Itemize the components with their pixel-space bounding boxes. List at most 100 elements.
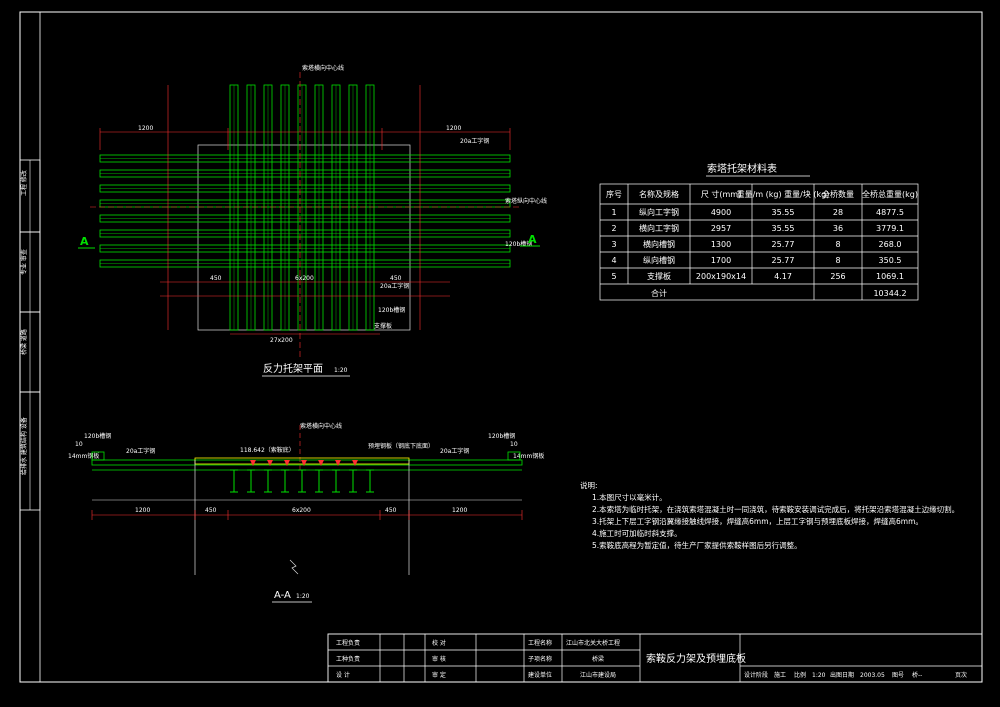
section-right-plate: 14mm钢板 bbox=[513, 452, 544, 460]
plan-label-20a: 20a工字钢 bbox=[460, 137, 489, 145]
plan-dim-right: 1200 bbox=[446, 125, 461, 132]
table-cell: 350.5 bbox=[879, 256, 902, 265]
tb-r2-4: 子项名称 bbox=[528, 655, 552, 663]
tb-r3-2: 审 定 bbox=[432, 671, 446, 679]
table-cell: 4.17 bbox=[774, 272, 792, 281]
transverse-beams bbox=[229, 84, 375, 331]
tb-stage-label: 设计阶段 bbox=[744, 671, 768, 679]
section-center-label: 索塔横向中心线 bbox=[300, 422, 342, 430]
section-markers bbox=[250, 460, 358, 466]
section-i-beam bbox=[366, 469, 374, 493]
plan-dim-center: 6x200 bbox=[295, 275, 314, 282]
table-total-label: 合计 bbox=[651, 288, 667, 298]
plan-view: 1200 1200 6x200 450 450 27x200 索塔横向中心线 索… bbox=[78, 64, 547, 377]
section-i-beam bbox=[247, 469, 255, 493]
table-header-3: 重量/m (kg) 重量/块 (kg) bbox=[737, 189, 830, 199]
table-total-value: 10344.2 bbox=[873, 289, 906, 298]
table-cell: 2 bbox=[611, 224, 616, 233]
plan-top-center-label: 索塔横向中心线 bbox=[302, 64, 344, 72]
table-cell: 25.77 bbox=[772, 256, 795, 265]
section-i-beam bbox=[349, 469, 357, 493]
tb-r1-0: 工程负责 bbox=[336, 639, 360, 647]
section-right-20a: 20a工字钢 bbox=[440, 447, 469, 455]
plan-dim-450-right: 450 bbox=[390, 275, 402, 282]
section-dim-3: 450 bbox=[385, 507, 397, 514]
section-dim-1: 450 bbox=[205, 507, 217, 514]
table-cell: 4900 bbox=[711, 208, 731, 217]
section-view: 索塔横向中心线 118.642（索鞍底） 预埋钢板（钢底下底面） 120b槽钢 … bbox=[68, 422, 544, 603]
table-cell: 横向工字钢 bbox=[639, 223, 679, 233]
table-cell: 8 bbox=[835, 256, 840, 265]
table-header-0: 序号 bbox=[606, 189, 622, 199]
material-table: 索塔托架材料表 序号名称及规格尺 寸(mm)重量/m (kg) 重量/块 (kg… bbox=[599, 162, 919, 301]
section-i-beam bbox=[332, 469, 340, 493]
section-left-10: 10 bbox=[75, 441, 83, 448]
note-item-2: 3.托架上下层工字钢沿翼缘接触线焊接，焊缝高6mm，上层工字钢与预埋底板焊接，焊… bbox=[592, 516, 923, 526]
sidebar-label-3: 给排水 建筑结构 设备 bbox=[20, 417, 28, 475]
section-marker bbox=[352, 460, 358, 466]
section-right-10: 10 bbox=[510, 441, 518, 448]
plan-right-center-label: 索塔纵向中心线 bbox=[505, 197, 547, 205]
section-left-20a: 20a工字钢 bbox=[126, 447, 155, 455]
section-i-beam bbox=[298, 469, 306, 493]
table-cell: 支撑板 bbox=[647, 271, 671, 281]
plan-scale: 1:20 bbox=[334, 367, 348, 374]
plan-dim-bottom: 27x200 bbox=[270, 337, 293, 344]
table-cell: 36 bbox=[833, 224, 843, 233]
plan-title: 反力托架平面 bbox=[263, 362, 323, 375]
table-title: 索塔托架材料表 bbox=[707, 162, 777, 175]
table-header-5: 全桥总重量(kg) bbox=[862, 189, 918, 199]
section-scale: 1:20 bbox=[296, 593, 310, 600]
tb-r1-4: 工程名称 bbox=[528, 639, 552, 647]
table-cell: 4877.5 bbox=[876, 208, 904, 217]
section-marker bbox=[267, 460, 273, 466]
table-cell: 3779.1 bbox=[876, 224, 904, 233]
table-cell: 4 bbox=[611, 256, 616, 265]
section-i-beam bbox=[230, 469, 238, 493]
table-cell: 35.55 bbox=[772, 224, 795, 233]
plan-dimensions bbox=[90, 72, 520, 360]
plan-label-20a-bottom: 20a工字钢 bbox=[380, 282, 409, 290]
drawing-border bbox=[19, 11, 983, 683]
table-cell: 8 bbox=[835, 240, 840, 249]
section-marker bbox=[301, 460, 307, 466]
section-title: A-A bbox=[274, 590, 291, 601]
table-header-2: 尺 寸(mm) bbox=[701, 189, 741, 199]
table-cell: 200x190x14 bbox=[696, 272, 746, 281]
left-signature-strip: 工程 修改 专业 审查 桥梁 道路 给排水 建筑结构 设备 bbox=[19, 159, 41, 511]
tb-num-value: 桥-- bbox=[912, 671, 922, 679]
table-cell: 5 bbox=[611, 272, 616, 281]
drawing-title: 索鞍反力架及预埋底板 bbox=[646, 652, 746, 665]
tb-stage-value: 施工 bbox=[774, 671, 786, 679]
section-marker bbox=[250, 460, 256, 466]
table-cell: 256 bbox=[830, 272, 845, 281]
table-cell: 3 bbox=[611, 240, 616, 249]
tb-r1-2: 校 对 bbox=[432, 639, 446, 647]
note-item-3: 4.施工时可加临时斜支撑。 bbox=[592, 528, 682, 538]
section-marker bbox=[318, 460, 324, 466]
table-cell: 1 bbox=[611, 208, 616, 217]
section-left-120b: 120b槽钢 bbox=[84, 432, 111, 440]
note-item-0: 1.本图尺寸以毫米计。 bbox=[592, 492, 667, 502]
sidebar-label-0: 工程 修改 bbox=[20, 170, 28, 196]
tb-date-value: 2003.05 bbox=[860, 672, 885, 679]
table-header-4: 全桥数量 bbox=[822, 189, 854, 199]
table-cell: 纵向槽钢 bbox=[643, 255, 675, 265]
table-cell: 1700 bbox=[711, 256, 731, 265]
section-dim-0: 1200 bbox=[135, 507, 150, 514]
plan-dim-450-left: 450 bbox=[210, 275, 222, 282]
sidebar-label-1: 专业 审查 bbox=[20, 249, 28, 275]
table-cell: 268.0 bbox=[879, 240, 902, 249]
tb-scale-value: 1:20 bbox=[812, 672, 826, 679]
plan-dim-left: 1200 bbox=[138, 125, 153, 132]
table-cell: 2957 bbox=[711, 224, 731, 233]
longitudinal-beams bbox=[99, 154, 511, 268]
note-item-4: 5.索鞍底高程为暂定值，待生产厂家提供索鞍样图后另行调整。 bbox=[592, 540, 802, 550]
note-item-1: 2.本索塔为临时托架，在浇筑索塔混凝土时一同浇筑，待索鞍安装调试完成后，将托架沿… bbox=[592, 504, 959, 514]
plan-label-support: 支撑板 bbox=[374, 322, 392, 330]
section-mark-left: A bbox=[80, 235, 89, 248]
sidebar-label-2: 桥梁 道路 bbox=[20, 329, 28, 355]
section-dim-2: 6x200 bbox=[292, 507, 311, 514]
section-right-120b: 120b槽钢 bbox=[488, 432, 515, 440]
section-dimension-lines bbox=[91, 510, 523, 520]
